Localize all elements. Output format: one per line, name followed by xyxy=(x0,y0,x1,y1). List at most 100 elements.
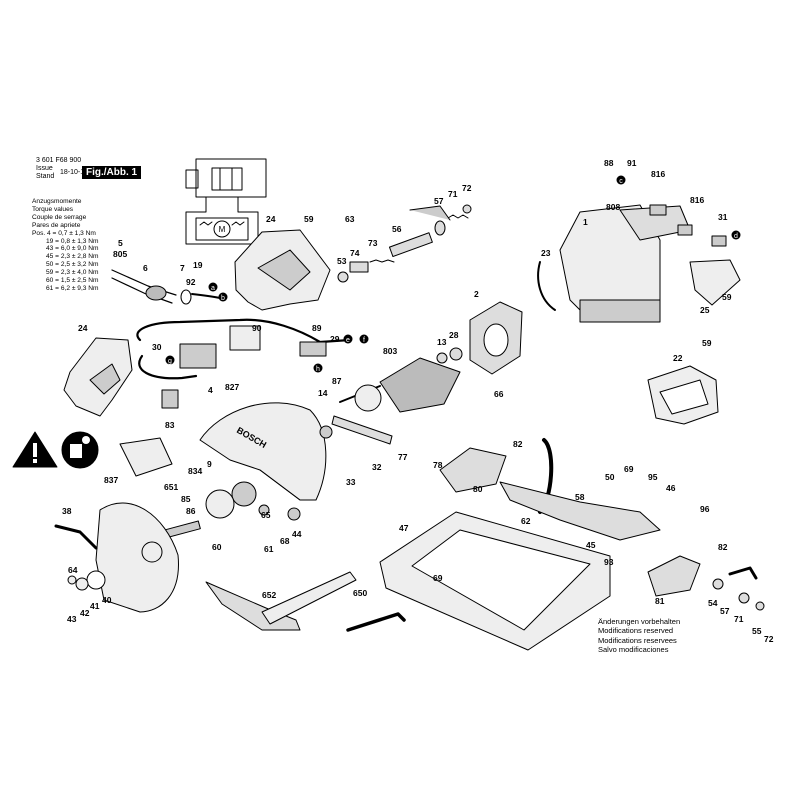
part-label: 45 xyxy=(586,540,596,550)
front-bracket-part xyxy=(647,555,765,611)
part-label: 63 xyxy=(345,214,355,224)
torque-values-table: Anzugsmomente Torque values Couple de se… xyxy=(32,198,99,293)
part-label: 72 xyxy=(462,183,472,193)
part-label: 93 xyxy=(604,557,614,567)
part-label: 25 xyxy=(700,305,710,315)
part-label: 83 xyxy=(165,420,175,430)
callout-f: f xyxy=(363,337,365,344)
torque-line: 59 = 2,3 ± 4,0 Nm xyxy=(46,269,99,277)
part-label: 78 xyxy=(433,460,443,470)
part-label: 19 xyxy=(193,260,203,270)
part-label: 652 xyxy=(262,590,276,600)
part-label: 827 xyxy=(225,382,239,392)
motor-symbol xyxy=(213,220,231,238)
torque-line: Torque values xyxy=(32,205,74,213)
bevel-bracket-part xyxy=(439,438,661,541)
part-label: 73 xyxy=(368,238,378,248)
part-label: 46 xyxy=(666,483,676,493)
wiring-schematic xyxy=(185,158,267,245)
torque-line: 60 = 1,5 ± 2,5 Nm xyxy=(46,277,99,285)
part-label: 4 xyxy=(208,385,213,395)
callout-d: d xyxy=(734,233,738,240)
notice-line: Modifications reservees xyxy=(598,635,677,645)
callout-markers: a b c d e f g h xyxy=(165,175,741,373)
part-label: 5 xyxy=(118,238,123,248)
part-label: 74 xyxy=(350,248,360,258)
part-label: 9 xyxy=(207,459,212,469)
handle-housing-part xyxy=(234,229,331,311)
part-label: 77 xyxy=(398,452,408,462)
torque-line: 61 = 6,2 ± 9,3 Nm xyxy=(46,284,99,292)
part-label: 71 xyxy=(734,614,744,624)
part-label: 47 xyxy=(399,523,409,533)
part-label: 816 xyxy=(651,169,665,179)
end-cap-part xyxy=(647,365,719,425)
part-label: 28 xyxy=(449,330,459,340)
power-cable-part xyxy=(111,269,221,305)
torque-line: Pares de apriete xyxy=(32,221,81,229)
part-label: 72 xyxy=(764,634,774,644)
part-label: 55 xyxy=(752,626,762,636)
part-label: 86 xyxy=(186,506,196,516)
part-label: 805 xyxy=(113,249,127,259)
torque-line: Couple de serrage xyxy=(32,213,87,221)
part-label: 816 xyxy=(690,195,704,205)
part-label: 650 xyxy=(353,588,367,598)
spindle-lock-parts xyxy=(337,204,472,283)
part-label: 64 xyxy=(68,565,78,575)
torque-line: 50 = 2,5 ± 3,2 Nm xyxy=(46,261,99,269)
part-label: 88 xyxy=(604,158,614,168)
part-label: 29 xyxy=(330,334,340,344)
part-label: 62 xyxy=(521,516,531,526)
part-labels: 5 805 6 7 19 92 24 59 63 53 74 73 56 57 … xyxy=(62,158,774,644)
part-label: 60 xyxy=(212,542,222,552)
part-label: 82 xyxy=(513,439,523,449)
callout-h: h xyxy=(316,366,320,373)
part-label: 834 xyxy=(188,466,202,476)
part-label: 7 xyxy=(180,263,185,273)
part-label: 31 xyxy=(718,212,728,222)
part-label: 42 xyxy=(80,608,90,618)
issue-date: 18-10-17 xyxy=(60,169,89,176)
part-label: 71 xyxy=(448,189,458,199)
part-label: 59 xyxy=(722,292,732,302)
part-label: 59 xyxy=(304,214,314,224)
stand-label: Stand xyxy=(36,173,55,180)
part-label: 65 xyxy=(261,510,271,520)
part-label: 44 xyxy=(292,529,302,539)
notice-line: Änderungen vorbehalten xyxy=(598,617,681,626)
part-label: 32 xyxy=(372,462,382,472)
part-label: 69 xyxy=(624,464,634,474)
field-coil-part xyxy=(436,301,523,375)
part-label: 61 xyxy=(264,544,274,554)
issue-label: Issue xyxy=(36,165,53,172)
part-label: 50 xyxy=(605,472,615,482)
warning-icon xyxy=(12,431,58,468)
part-label: 837 xyxy=(104,475,118,485)
torque-line: Pos. 4 = 0,7 ± 1,3 Nm xyxy=(32,229,96,237)
part-label: 651 xyxy=(164,482,178,492)
side-handle-part xyxy=(63,337,133,417)
part-label: 24 xyxy=(78,323,88,333)
part-label: 59 xyxy=(702,338,712,348)
part-label: 69 xyxy=(433,573,443,583)
part-number: 3 601 F68 900 xyxy=(36,157,82,164)
torque-line: 45 = 2,3 ± 2,8 Nm xyxy=(46,253,99,261)
notice-line: Modifications reserved xyxy=(598,626,674,636)
callout-a: a xyxy=(211,285,215,292)
part-label: 43 xyxy=(67,614,77,624)
part-label: 80 xyxy=(473,484,483,494)
part-label: 87 xyxy=(332,376,342,386)
brush-holder-parts xyxy=(649,204,727,247)
part-label: 803 xyxy=(383,346,397,356)
part-label: 22 xyxy=(673,353,683,363)
base-plate-part xyxy=(379,511,611,651)
callout-c: c xyxy=(619,178,623,185)
lower-blade-guard-part xyxy=(54,502,179,613)
part-label: 89 xyxy=(312,323,322,333)
part-label: 57 xyxy=(434,196,444,206)
read-manual-icon xyxy=(61,431,99,469)
part-label: 23 xyxy=(541,248,551,258)
parallel-guide-part xyxy=(205,571,357,631)
